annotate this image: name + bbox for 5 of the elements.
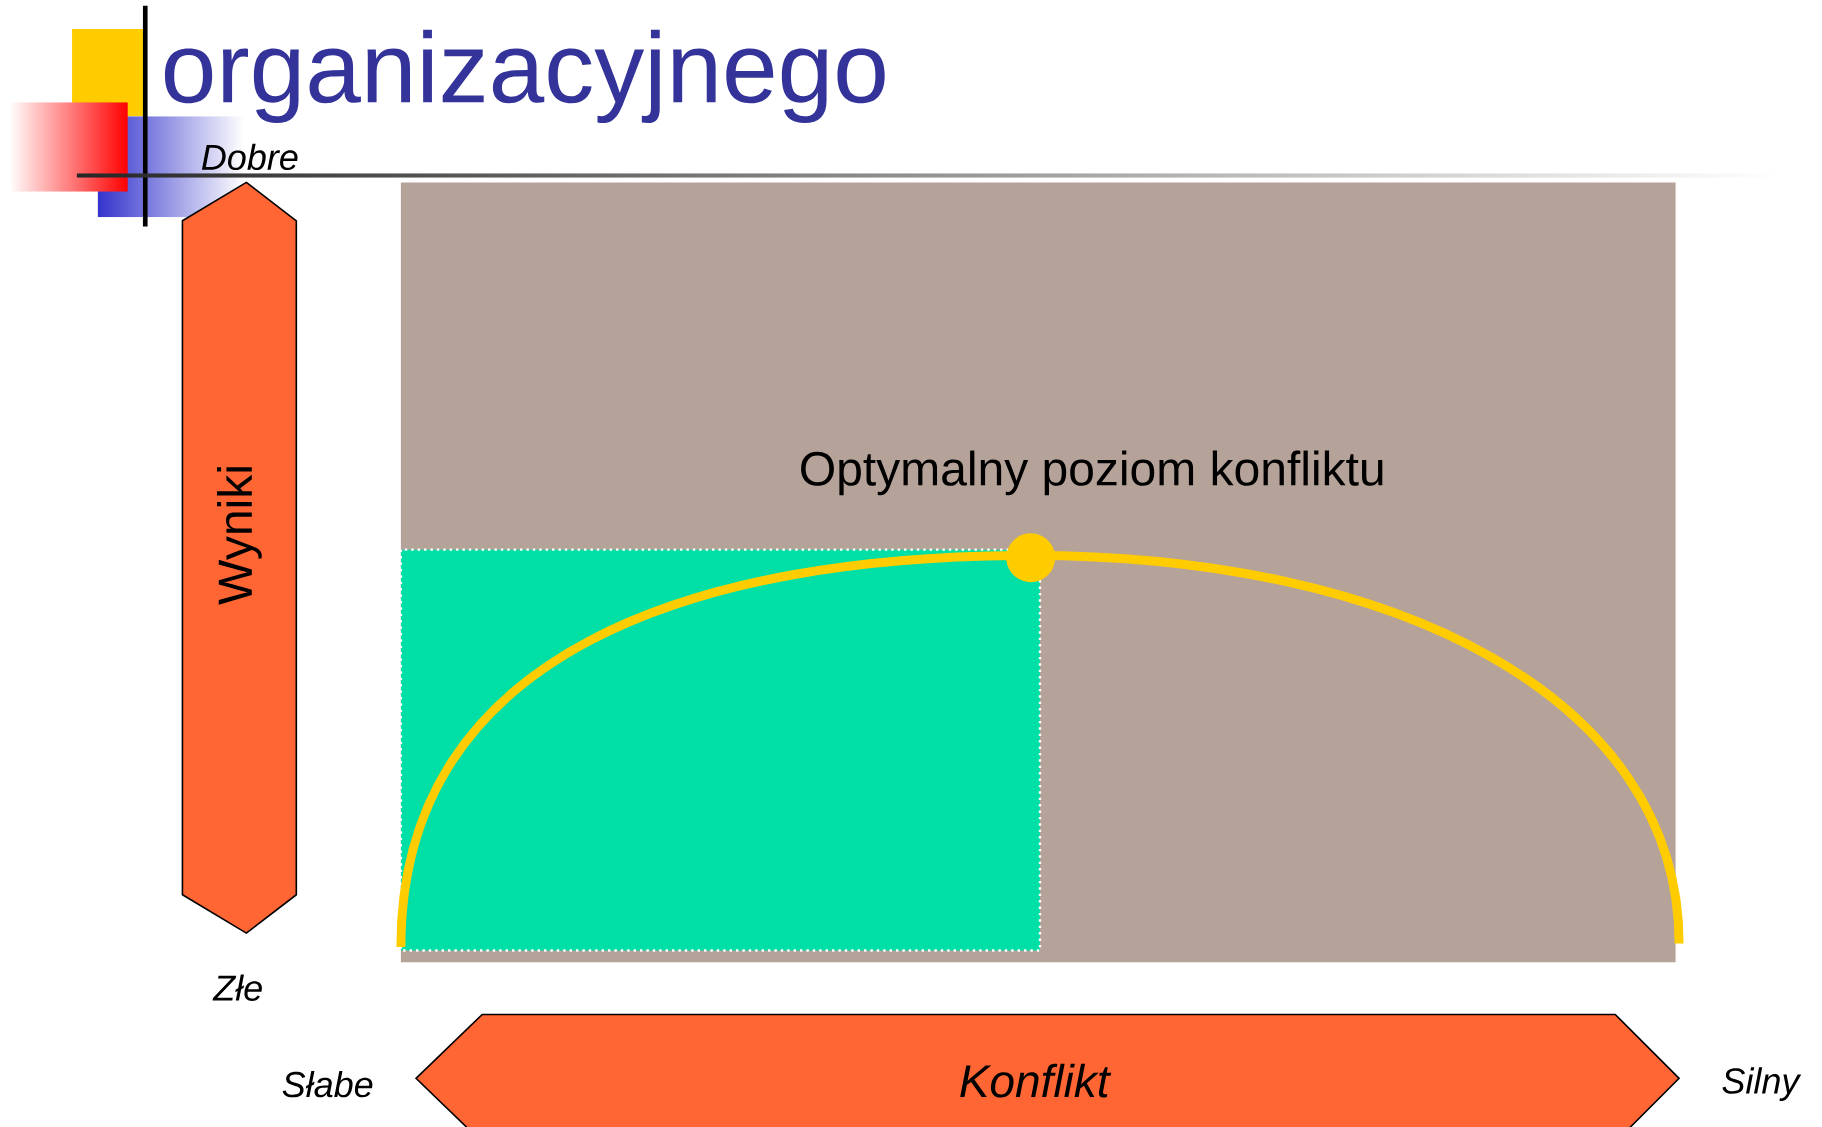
axis-label: Złe	[212, 974, 262, 1001]
axis-label: Słabe	[282, 1070, 373, 1098]
title: organizacyjnego	[164, 29, 885, 123]
chart-label: Optymalny poziom konfliktu	[801, 450, 1383, 496]
axis-label: Silny	[1722, 1067, 1802, 1101]
